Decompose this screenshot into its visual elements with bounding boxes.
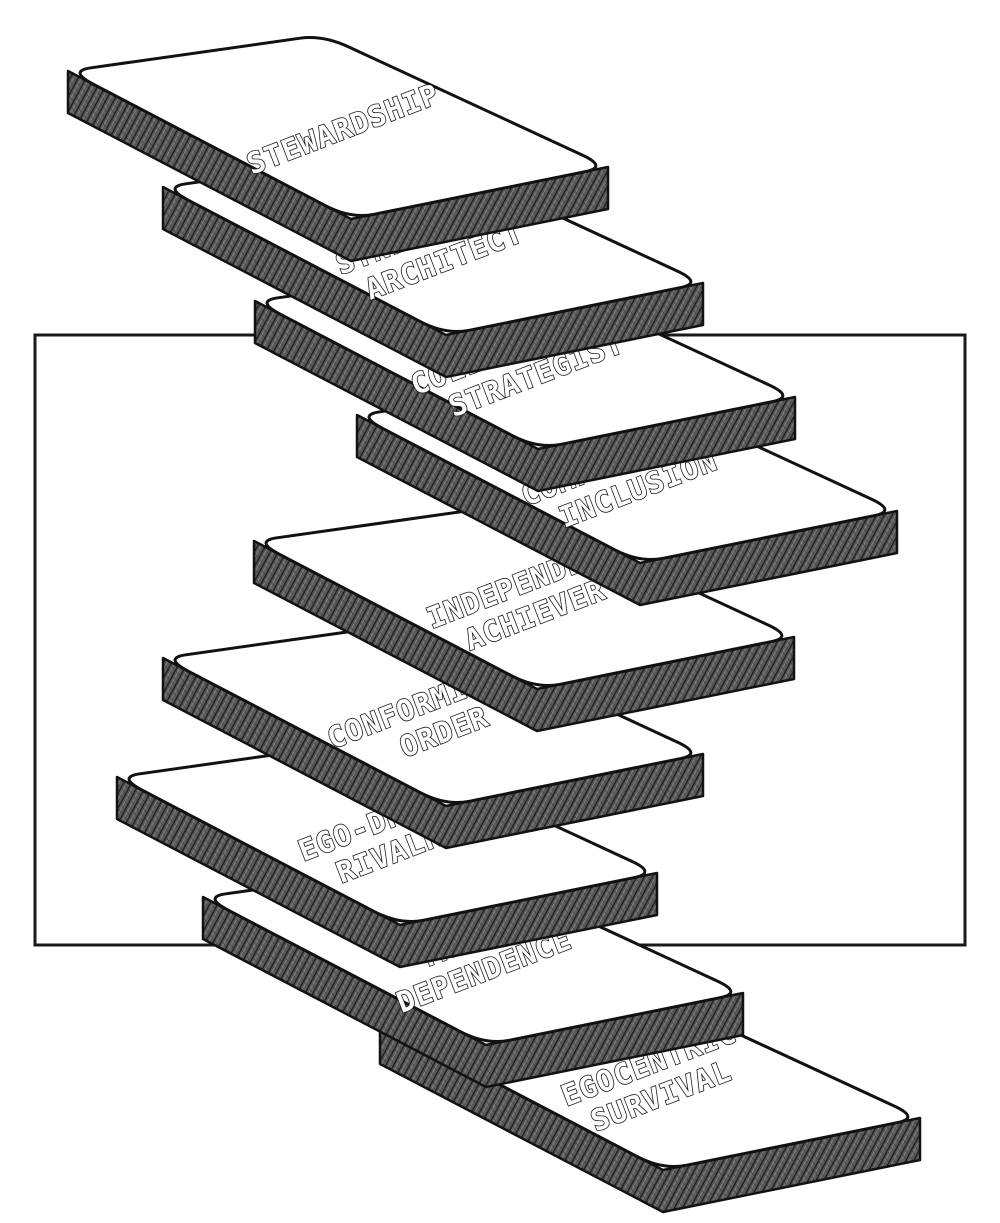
slab-side-texture: [255, 301, 795, 491]
slab-top: [127, 742, 647, 924]
slab-side-texture: [203, 897, 743, 1087]
slab-top: [78, 36, 598, 218]
level-independent-achiever: INDEPENDENTACHIEVER: [252, 506, 796, 733]
slab-side-texture: [163, 658, 703, 848]
slab-side-texture: [68, 71, 608, 261]
slab-top: [173, 623, 693, 805]
slab-side-texture: [357, 415, 897, 605]
slab-top: [264, 506, 784, 688]
slab-side-texture: [380, 1022, 920, 1212]
slab-side-texture: [254, 541, 794, 731]
level-stewardship: STEWARDSHIP: [66, 36, 610, 263]
slab-side-texture: [117, 777, 657, 967]
slab-side-texture: [163, 187, 703, 377]
